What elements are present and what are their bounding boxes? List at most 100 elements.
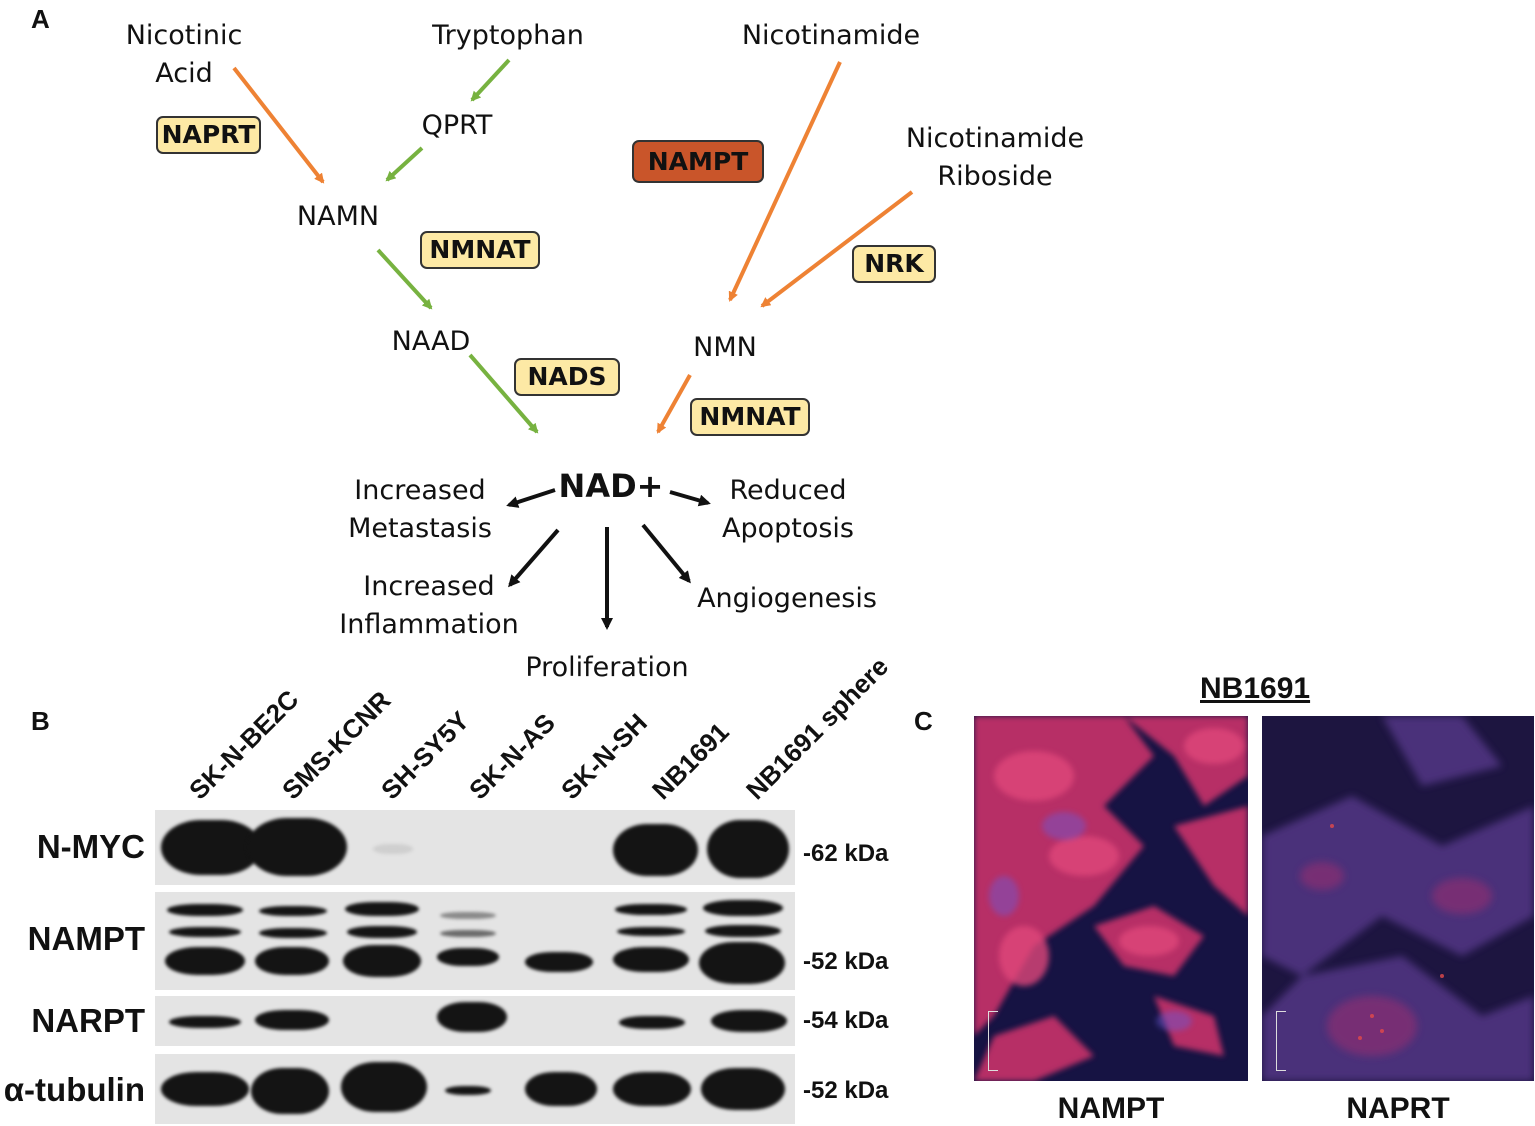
micrograph-naprt-image bbox=[1262, 716, 1534, 1081]
outcome-proliferation: Proliferation bbox=[525, 652, 689, 683]
panel-label-c: C bbox=[914, 706, 933, 736]
outcome-inflammation-line1: Increased bbox=[363, 571, 495, 602]
lane-label-nb1691: NB1691 bbox=[646, 716, 735, 806]
enzyme-nampt: NAMPT bbox=[632, 140, 764, 183]
node-nicotinic-acid-line1: Nicotinic bbox=[125, 20, 243, 51]
band-nampt-lane7-mid bbox=[705, 925, 781, 937]
node-nmn: NMN bbox=[693, 332, 757, 363]
band-nampt-lane7-upper bbox=[703, 900, 783, 916]
arrow-naad-to-nad bbox=[468, 353, 539, 434]
band-n-myc-lane3 bbox=[373, 844, 413, 854]
node-qprt: QPRT bbox=[421, 110, 493, 141]
outcome-metastasis-line2: Metastasis bbox=[348, 513, 492, 544]
panel-label-a: A bbox=[31, 4, 50, 34]
band-nampt-lane3-lower bbox=[343, 945, 421, 977]
band-nampt-lane2-mid bbox=[259, 928, 327, 938]
band-tubulin-lane1 bbox=[161, 1072, 249, 1106]
scale-bar-nampt bbox=[988, 1011, 998, 1071]
band-nampt-lane3-mid bbox=[347, 926, 417, 938]
blot-nampt bbox=[155, 892, 795, 990]
arrow-nicotinamide-to-nmn bbox=[728, 61, 842, 302]
arrow-namn-to-naad bbox=[376, 248, 433, 310]
node-riboside-line2: Riboside bbox=[937, 161, 1053, 192]
row-label-narpt: NARPT bbox=[31, 1002, 145, 1039]
node-nicotinamide-riboside: Nicotinamide Riboside bbox=[906, 120, 1084, 196]
node-nad: NAD+ bbox=[558, 467, 664, 505]
band-nampt-lane6-mid bbox=[617, 927, 685, 936]
band-tubulin-lane4 bbox=[445, 1086, 491, 1095]
band-narpt-lane6 bbox=[619, 1016, 685, 1029]
band-tubulin-lane5 bbox=[525, 1072, 597, 1106]
arrow-nmn-to-nad bbox=[656, 374, 692, 434]
panel-label-b: B bbox=[31, 706, 50, 736]
outcome-angiogenesis: Angiogenesis bbox=[697, 583, 877, 614]
band-tubulin-lane6 bbox=[613, 1072, 691, 1106]
node-tryptophan: Tryptophan bbox=[432, 20, 584, 51]
lane-label-sk-n-as: SK-N-AS bbox=[463, 707, 561, 806]
outcome-increased-inflammation: Increased Inflammation bbox=[339, 568, 519, 644]
band-nampt-lane2-upper bbox=[259, 906, 327, 916]
scale-bar-naprt bbox=[1276, 1011, 1286, 1071]
band-narpt-lane2 bbox=[255, 1010, 329, 1030]
arrow-nicotinic-acid-to-namn bbox=[232, 66, 325, 184]
band-nampt-lane4-mid bbox=[440, 930, 496, 937]
outcome-apoptosis-line1: Reduced bbox=[729, 475, 847, 506]
band-nampt-lane4-lower bbox=[437, 948, 499, 966]
kda-alpha-tubulin: -52 kDa bbox=[803, 1077, 889, 1104]
lane-label-sh-sy5y: SH-SY5Y bbox=[375, 705, 475, 806]
micrograph-nampt-image bbox=[974, 716, 1248, 1081]
band-narpt-lane1 bbox=[169, 1016, 241, 1028]
node-naad: NAAD bbox=[391, 326, 471, 357]
micrograph-title: NB1691 bbox=[1200, 672, 1311, 705]
outcome-reduced-apoptosis: Reduced Apoptosis bbox=[722, 472, 854, 548]
node-nicotinic-acid: Nicotinic Acid bbox=[126, 17, 243, 93]
blot-narpt bbox=[155, 996, 795, 1046]
micrograph-nampt bbox=[974, 716, 1248, 1081]
band-n-myc-lane2 bbox=[247, 818, 347, 876]
outcome-metastasis-line1: Increased bbox=[354, 475, 486, 506]
micrograph-naprt bbox=[1262, 716, 1534, 1081]
enzyme-naprt: NAPRT bbox=[156, 116, 261, 154]
arrow-tryptophan-to-qprt bbox=[470, 58, 511, 102]
pathway-arrows bbox=[232, 58, 914, 630]
band-tubulin-lane3 bbox=[341, 1062, 427, 1112]
kda-narpt: -54 kDa bbox=[803, 1007, 889, 1034]
band-nampt-lane6-upper bbox=[615, 904, 687, 915]
enzyme-nrk: NRK bbox=[852, 245, 936, 283]
band-nampt-lane1-mid bbox=[169, 927, 241, 937]
arrow-riboside-to-nmn bbox=[760, 190, 914, 308]
band-tubulin-lane2 bbox=[251, 1068, 329, 1114]
band-nampt-lane1-lower bbox=[165, 947, 245, 975]
micrograph-caption-nampt: NAMPT bbox=[1057, 1092, 1165, 1125]
arrow-qprt-to-namn bbox=[385, 146, 424, 182]
band-nampt-lane6-lower bbox=[613, 947, 689, 972]
arrow-nad-to-apoptosis bbox=[669, 490, 711, 507]
row-label-alpha-tubulin: α-tubulin bbox=[3, 1071, 145, 1108]
band-nampt-lane3-upper bbox=[345, 902, 419, 916]
row-label-n-myc: N-MYC bbox=[36, 828, 145, 865]
node-namn: NAMN bbox=[296, 201, 380, 232]
band-n-myc-lane7 bbox=[707, 820, 789, 878]
band-narpt-lane7 bbox=[711, 1010, 787, 1032]
band-n-myc-lane6 bbox=[613, 824, 698, 876]
lane-label-sk-n-sh: SK-N-SH bbox=[555, 707, 653, 806]
arrow-nad-to-metastasis bbox=[506, 488, 556, 508]
band-nampt-lane2-lower bbox=[255, 947, 329, 975]
band-nampt-lane1-upper bbox=[167, 904, 243, 916]
blot-n-myc bbox=[155, 810, 795, 885]
node-nicotinic-acid-line2: Acid bbox=[155, 58, 213, 89]
outcome-inflammation-line2: Inflammation bbox=[339, 609, 519, 640]
kda-nampt: -52 kDa bbox=[803, 948, 889, 975]
band-tubulin-lane7 bbox=[701, 1068, 785, 1110]
band-nampt-lane7-lower bbox=[699, 942, 785, 984]
outcome-apoptosis-line2: Apoptosis bbox=[721, 513, 855, 544]
enzyme-nmnat-right: NMNAT bbox=[690, 398, 810, 436]
micrograph-caption-naprt: NAPRT bbox=[1346, 1092, 1450, 1125]
enzyme-nads: NADS bbox=[514, 358, 620, 396]
band-narpt-lane4 bbox=[437, 1002, 507, 1032]
enzyme-nmnat-left: NMNAT bbox=[420, 231, 540, 269]
band-nampt-lane5-lower bbox=[525, 952, 593, 972]
arrow-nad-to-inflammation bbox=[508, 528, 560, 588]
kda-n-myc: -62 kDa bbox=[803, 840, 889, 867]
row-label-nampt: NAMPT bbox=[27, 920, 145, 957]
